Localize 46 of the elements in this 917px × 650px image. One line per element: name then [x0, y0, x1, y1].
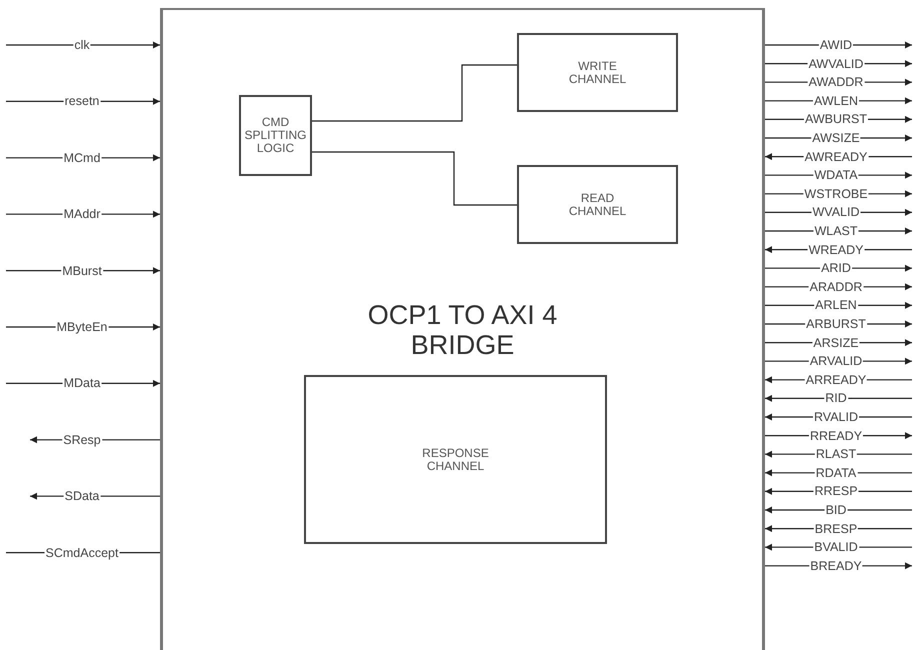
signal-label: AWREADY [804, 150, 868, 164]
channel-box [304, 375, 607, 544]
box-label: RESPONSE CHANNEL [421, 446, 490, 472]
signal-label: RRESP [813, 484, 859, 498]
signal-label: AWBURST [804, 112, 868, 126]
signal-label: MData [62, 376, 102, 390]
signal-label: MAddr [62, 207, 102, 222]
block-title: OCP1 TO AXI 4 BRIDGE [366, 300, 558, 360]
signal-label: ARBURST [805, 317, 867, 331]
signal-label: BRESP [814, 522, 858, 536]
signal-label: ARREADY [804, 372, 868, 387]
signal-label: MByteEn [56, 320, 108, 334]
signal-label: AWID [818, 38, 854, 52]
box-label: WRITE CHANNEL [568, 60, 628, 86]
signal-label: BID [824, 503, 848, 517]
signal-label: RREADY [808, 428, 864, 443]
signal-label: SResp [62, 432, 102, 447]
channel-box [517, 33, 678, 112]
box-label: READ CHANNEL [568, 192, 628, 218]
bridge-block [160, 8, 765, 650]
connector-line [312, 151, 517, 206]
signal-label: WREADY [808, 242, 864, 257]
signal-label: WSTROBE [803, 186, 869, 201]
signal-label: RDATA [814, 466, 858, 480]
signal-arrow [6, 42, 160, 48]
signal-label: clk [73, 38, 91, 52]
signal-label: RVALID [813, 410, 859, 424]
signal-label: ARSIZE [812, 336, 860, 350]
signal-label: AWLEN [813, 94, 859, 108]
logic-box [239, 95, 312, 176]
signal-label: SCmdAccept [44, 546, 120, 560]
connector-line [312, 64, 517, 122]
signal-label: MCmd [62, 150, 102, 165]
signal-label: RLAST [814, 447, 858, 462]
signal-label: ARADDR [808, 280, 864, 294]
signal-label: BREADY [809, 558, 863, 573]
signal-label: MBurst [61, 264, 103, 278]
signal-label: resetn [64, 94, 100, 108]
signal-label: AWSIZE [811, 131, 861, 145]
signal-label: WLAST [813, 224, 859, 238]
signal-label: AWVALID [808, 56, 864, 71]
box-label: CMD SPLITTING LOGIC [244, 116, 306, 155]
signal-arrow [765, 506, 912, 514]
signal-arrow [765, 394, 912, 402]
channel-box [517, 165, 678, 244]
signal-label: SData [64, 489, 100, 504]
